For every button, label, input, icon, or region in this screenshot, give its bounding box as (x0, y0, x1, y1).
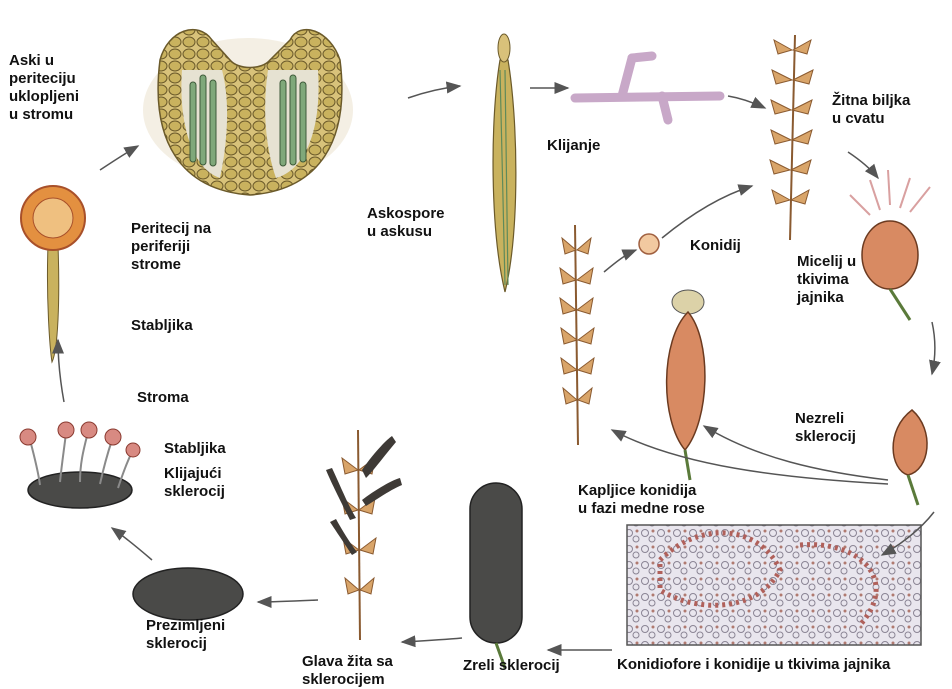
arrow-conidium-to-wheat (662, 186, 752, 238)
mature-sclerotium-illustration (470, 483, 522, 668)
arrow-wheat-to-ovary (848, 152, 878, 178)
label-mycelium-in-ovary: Micelij u tkivima jajnika (797, 253, 856, 307)
label-germination: Klijanje (547, 137, 600, 155)
ascus-illustration (493, 34, 516, 292)
arrow-head-to-overwintered (258, 600, 318, 602)
label-stalk-top: Stabljika (131, 317, 193, 335)
label-flowering-wheat: Žitna biljka u cvatu (832, 92, 910, 128)
honeydew-ovary-illustration (667, 290, 705, 480)
arrow-germination-to-wheat (728, 96, 765, 108)
arrow-mature-to-head (402, 638, 462, 642)
conidiophore-tissue-illustration (627, 525, 921, 645)
stroma-perithecia-illustration (143, 30, 353, 195)
label-mature-sclerotium: Zreli sklerocij (463, 657, 560, 675)
label-germinating-sclerotium: Klijajući sklerocij (164, 465, 225, 501)
sclerotia-wheat-illustration (326, 430, 402, 640)
label-stalk-bottom: Stabljika (164, 440, 226, 458)
arrow-overwintered-to-germinating (112, 528, 152, 560)
overwintered-sclerotium-illustration (133, 568, 243, 620)
immature-sclerotium-illustration (893, 410, 927, 505)
label-wheat-head-with-sclerotium: Glava žita sa sklerocijem (302, 653, 393, 689)
arrow-ovary-to-immature (932, 322, 935, 374)
label-asci-in-perithecium: Aski u periteciju uklopljeni u stromu (9, 52, 79, 124)
label-stroma: Stroma (137, 389, 189, 407)
stroma-on-stalk-illustration (21, 186, 85, 362)
infected-ovary-illustration (850, 170, 930, 320)
flowering-wheat-illustration (770, 35, 813, 240)
label-conidiophores-in-ovary: Konidiofore i konidije u tkivima jajnika (617, 656, 890, 674)
label-ascospores-in-ascus: Askospore u askusu (367, 205, 445, 241)
arrow-stroma-to-perithecia (100, 146, 138, 170)
conidium-illustration (639, 234, 659, 254)
germinating-sclerotium-illustration (20, 422, 140, 508)
label-conidia-honeydew: Kapljice konidija u fazi medne rose (578, 482, 705, 518)
label-immature-sclerotium: Nezreli sklerocij (795, 410, 856, 446)
label-overwintered-sclerotium: Prezimljeni sklerocij (146, 617, 225, 653)
arrow-honeydew-to-conidium (604, 250, 636, 272)
honeydew-wheat-illustration (560, 225, 594, 445)
arrow-germinating-to-stroma (58, 340, 64, 402)
label-perithecium-periphery: Peritecij na periferiji strome (131, 220, 211, 274)
arrow-stroma-to-ascus (408, 86, 460, 98)
germination-hypha-illustration (575, 56, 720, 120)
label-conidium: Konidij (690, 237, 741, 255)
